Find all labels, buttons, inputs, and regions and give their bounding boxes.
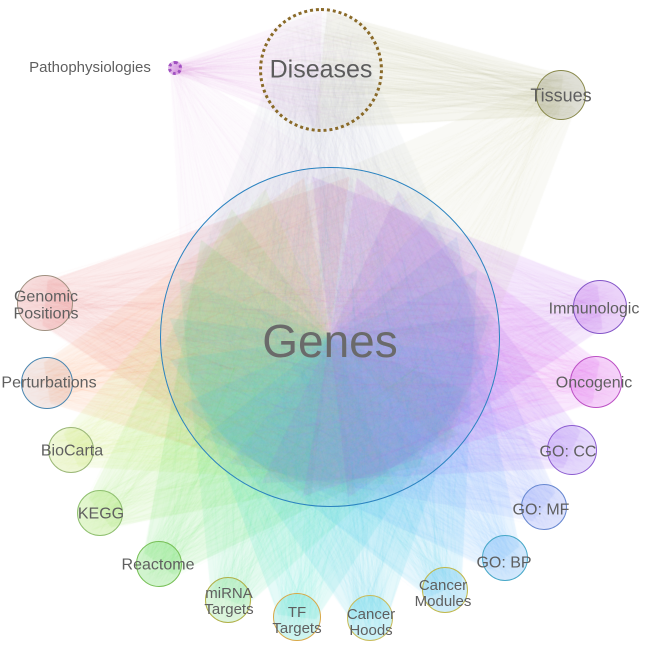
node-oncogenic[interactable] (570, 356, 622, 408)
node-kegg[interactable] (77, 490, 123, 536)
node-go_mf[interactable] (521, 484, 567, 530)
node-tf_targets[interactable] (273, 593, 321, 641)
node-go_bp[interactable] (482, 535, 528, 581)
node-reactome[interactable] (136, 541, 182, 587)
node-genes[interactable] (160, 167, 500, 507)
node-diseases[interactable] (259, 8, 383, 132)
node-genomic_positions[interactable] (17, 275, 73, 331)
node-perturbations[interactable] (21, 357, 73, 409)
node-mirna_targets[interactable] (205, 577, 251, 623)
node-cancer_modules[interactable] (422, 567, 468, 613)
node-biocarta[interactable] (48, 427, 94, 473)
node-pathophysiologies[interactable] (168, 61, 182, 75)
node-tissues[interactable] (536, 70, 586, 120)
node-cancer_hoods[interactable] (347, 595, 393, 641)
node-immunologic[interactable] (573, 280, 627, 334)
node-go_cc[interactable] (547, 425, 597, 475)
